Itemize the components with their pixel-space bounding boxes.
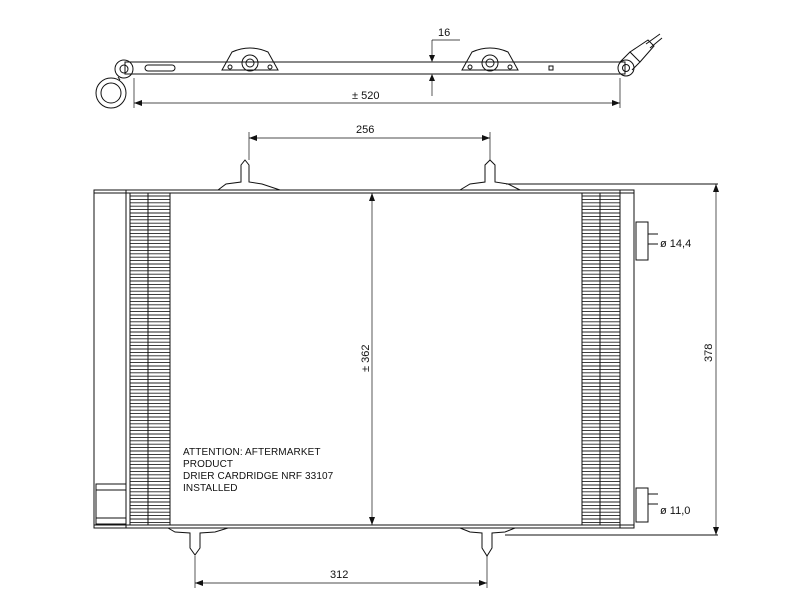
dim-top-length: ± 520 xyxy=(352,90,379,102)
arrow-down-icon xyxy=(713,527,719,535)
dim-overall-height: 378 xyxy=(703,344,715,362)
right-fitting-tip xyxy=(649,37,663,49)
dim-core-height: ± 362 xyxy=(360,345,372,372)
bolt-icon xyxy=(467,64,473,70)
bottom-pin-left xyxy=(167,527,229,556)
right-pivot-hole xyxy=(622,64,630,72)
arrow-down-icon xyxy=(369,517,375,525)
left-pipe-outer xyxy=(95,77,127,109)
arrow-up-icon xyxy=(713,184,719,192)
arrow-left-icon xyxy=(134,100,142,106)
left-pipe-inner xyxy=(100,82,122,104)
arrow-up-icon xyxy=(429,74,435,81)
bolt-icon xyxy=(227,64,233,70)
top-view: 16 ± 520 xyxy=(95,27,663,109)
left-pipe-link xyxy=(117,76,121,81)
lower-port-diameter: ø 11,0 xyxy=(660,505,690,517)
arrow-left-icon xyxy=(249,135,257,141)
note-line-4: INSTALLED xyxy=(183,483,238,494)
note-line-3: DRIER CARDRIDGE NRF 33107 xyxy=(183,471,334,482)
note-line-2: PRODUCT xyxy=(183,459,233,470)
dim-bracket-spacing: 256 xyxy=(356,124,374,136)
mount-bracket-right xyxy=(461,47,519,71)
mount-bracket-left-boss xyxy=(241,54,259,72)
dim-bottom-spacing: 312 xyxy=(330,569,348,581)
dim-top-offset: 16 xyxy=(438,27,450,39)
note-line-1: ATTENTION: AFTERMARKET xyxy=(183,447,321,458)
right-fitting xyxy=(619,51,641,71)
top-bracket-right xyxy=(459,159,521,191)
right-fitting-pipe xyxy=(629,39,655,63)
right-pivot xyxy=(617,59,635,77)
bar-marker xyxy=(548,65,554,71)
mount-bracket-left xyxy=(221,47,279,71)
drier-cartridge xyxy=(95,483,127,525)
mount-bracket-left-hole xyxy=(245,58,255,68)
arrow-right-icon xyxy=(482,135,490,141)
arrow-right-icon xyxy=(612,100,620,106)
fin-block-left xyxy=(130,195,170,523)
arrow-right-icon xyxy=(479,580,487,586)
bolt-icon xyxy=(267,64,273,70)
upper-port-block xyxy=(635,221,649,261)
arrow-left-icon xyxy=(195,580,203,586)
lower-port-block xyxy=(635,487,649,523)
arrow-up-icon xyxy=(369,193,375,201)
fin-block-left-outline xyxy=(129,192,171,526)
left-pivot-hole xyxy=(119,64,129,74)
condenser-frame xyxy=(93,189,635,529)
arrow-down-icon xyxy=(429,55,435,62)
mount-bracket-right-boss xyxy=(481,54,499,72)
upper-port-diameter: ø 14,4 xyxy=(660,238,691,250)
mount-bracket-right-hole xyxy=(485,58,495,68)
fin-block-right-outline xyxy=(581,192,621,526)
top-bracket-left xyxy=(217,159,281,191)
left-pivot xyxy=(114,59,134,79)
front-view: ø 14,4 ø 11,0 ± 362 378 256 312 ATTENTIO… xyxy=(93,124,719,588)
fin-block-right xyxy=(582,195,620,523)
bar-slot xyxy=(144,64,176,72)
bottom-pin-right xyxy=(459,527,516,557)
bolt-icon xyxy=(507,64,513,70)
right-fitting-tip xyxy=(645,33,661,45)
top-view-bar xyxy=(124,61,626,75)
